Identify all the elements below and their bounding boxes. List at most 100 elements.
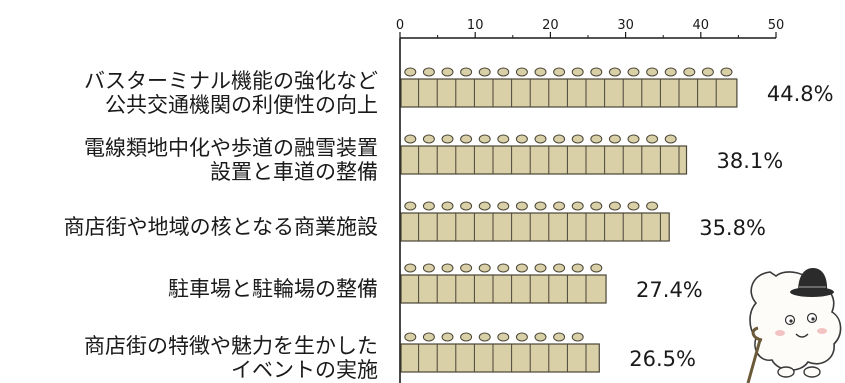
bar-head-icon <box>422 201 435 211</box>
bar-head-icon <box>422 332 435 342</box>
bar-head-icon <box>478 67 491 77</box>
bar-head-icon <box>460 134 473 144</box>
bar-head-icon <box>553 201 566 211</box>
x-tick-label: 20 <box>542 18 559 33</box>
bar-head-icon <box>404 134 417 144</box>
bar-head-icon <box>534 201 547 211</box>
bar-head-icon <box>534 134 547 144</box>
bar-head-icon <box>497 67 510 77</box>
bar-head-icon <box>460 332 473 342</box>
bar-head-icon <box>590 263 603 273</box>
bar-head-icon <box>646 201 659 211</box>
category-label: 設置と車道の整備 <box>210 160 378 184</box>
bar-body <box>400 343 600 373</box>
bar-head-icon <box>497 134 510 144</box>
bar-head-icon <box>590 201 603 211</box>
bar: 38.1% <box>400 134 784 175</box>
bar-head-icon <box>422 263 435 273</box>
bar-head-icon <box>590 67 603 77</box>
bar-head-icon <box>497 263 510 273</box>
bar-head-icon <box>441 201 454 211</box>
bar-head-icon <box>534 332 547 342</box>
category-label: 商店街や地域の核となる商業施設 <box>64 215 378 239</box>
bar: 26.5% <box>400 332 696 373</box>
bar-value-label: 35.8% <box>699 216 766 240</box>
bar-head-icon <box>515 263 528 273</box>
bar-head-icon <box>441 263 454 273</box>
bar-body <box>400 145 688 175</box>
bar-head-icon <box>627 67 640 77</box>
bar-head-icon <box>515 67 528 77</box>
bar-head-icon <box>404 67 417 77</box>
bar-head-icon <box>553 263 566 273</box>
bar-head-icon <box>441 67 454 77</box>
category-label: 商店街の特徴や魅力を生かした <box>84 334 378 358</box>
bar-head-icon <box>441 134 454 144</box>
x-tick-label: 40 <box>693 18 710 33</box>
bar-head-icon <box>553 332 566 342</box>
bar-value-label: 44.8% <box>767 82 834 106</box>
bar-head-icon <box>608 67 621 77</box>
category-labels: バスターミナル機能の強化など公共交通機関の利便性の向上電線類地中化や歩道の融雪装… <box>64 69 378 382</box>
bar: 27.4% <box>400 263 703 304</box>
bar-head-icon <box>553 67 566 77</box>
bar-head-icon <box>460 201 473 211</box>
x-tick-label: 10 <box>467 18 484 33</box>
category-label: バスターミナル機能の強化など <box>84 69 378 93</box>
bars: 44.8% 38.1% 35.8% 27.4% 26.5% <box>400 67 834 373</box>
bar-head-icon <box>720 67 733 77</box>
bar-head-icon <box>701 67 714 77</box>
category-label: 公共交通機関の利便性の向上 <box>105 93 378 117</box>
bar-head-icon <box>627 134 640 144</box>
bar-head-icon <box>664 134 677 144</box>
bar-head-icon <box>515 201 528 211</box>
bar-head-icon <box>422 134 435 144</box>
bar-value-label: 26.5% <box>629 347 696 371</box>
bar-head-icon <box>571 134 584 144</box>
x-tick-label: 0 <box>396 18 404 33</box>
bar-body <box>400 212 670 242</box>
bar-head-icon <box>460 67 473 77</box>
mascot-character-icon <box>746 268 842 383</box>
bar-head-icon <box>497 332 510 342</box>
bar-head-icon <box>460 263 473 273</box>
bar-head-icon <box>553 134 566 144</box>
x-axis: 0 10 20 30 40 50 <box>396 18 784 383</box>
bar-head-icon <box>571 332 584 342</box>
bar-body <box>400 78 738 108</box>
bar-head-icon <box>404 263 417 273</box>
bar-head-icon <box>422 67 435 77</box>
bar-head-icon <box>608 201 621 211</box>
bar-head-icon <box>683 67 696 77</box>
bar-head-icon <box>478 332 491 342</box>
category-label: イベントの実施 <box>231 358 378 382</box>
category-label: 電線類地中化や歩道の融雪装置 <box>84 136 378 160</box>
bar-value-label: 27.4% <box>636 278 703 302</box>
bar-head-icon <box>627 201 640 211</box>
bar-head-icon <box>608 134 621 144</box>
bar-body <box>400 274 607 304</box>
bar-head-icon <box>515 134 528 144</box>
bar-head-icon <box>571 263 584 273</box>
bar: 35.8% <box>400 201 766 242</box>
bar-head-icon <box>441 332 454 342</box>
bar-head-icon <box>571 67 584 77</box>
bar-head-icon <box>515 332 528 342</box>
bar-head-icon <box>478 263 491 273</box>
bar-head-icon <box>571 201 584 211</box>
bar-head-icon <box>646 67 659 77</box>
bar: 44.8% <box>400 67 834 108</box>
bar-head-icon <box>664 67 677 77</box>
bar-head-icon <box>404 201 417 211</box>
bar-head-icon <box>497 201 510 211</box>
x-tick-label: 30 <box>617 18 634 33</box>
bar-head-icon <box>534 263 547 273</box>
bar-head-icon <box>534 67 547 77</box>
bar-value-label: 38.1% <box>717 149 784 173</box>
x-tick-label: 50 <box>768 18 785 33</box>
bar-head-icon <box>590 134 603 144</box>
category-label: 駐車場と駐輪場の整備 <box>168 277 378 301</box>
bar-head-icon <box>478 134 491 144</box>
